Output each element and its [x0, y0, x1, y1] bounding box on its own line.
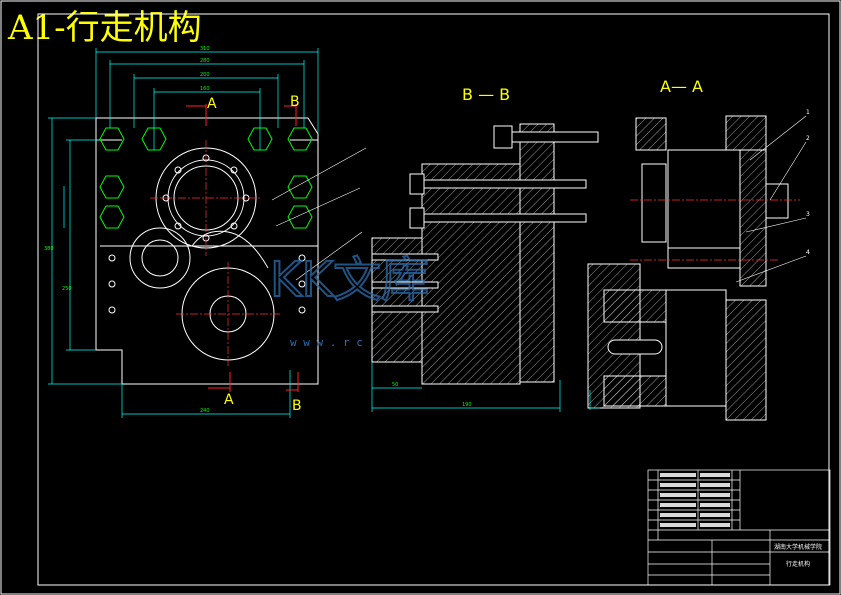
- watermark-url: w w w . r c: [290, 336, 363, 349]
- svg-text:380: 380: [44, 246, 54, 252]
- title-block: [647, 469, 831, 586]
- balloon-2: 2: [806, 135, 810, 142]
- section-bb-label: B — B: [462, 85, 510, 104]
- section-aa: [587, 115, 789, 421]
- svg-text:240: 240: [200, 408, 210, 414]
- balloon-4: 4: [806, 249, 810, 256]
- svg-text:310: 310: [200, 46, 210, 52]
- svg-text:200: 200: [200, 72, 210, 78]
- cut-b-bottom-label: B: [292, 398, 302, 414]
- balloon-leaders: [271, 115, 807, 283]
- drawing-title: A1-行走机构: [8, 8, 202, 48]
- aa-centerlines: [630, 199, 800, 261]
- front-dimensions: [48, 48, 319, 418]
- watermark-text: KK文库: [270, 252, 429, 308]
- section-bb: [371, 123, 555, 385]
- bb-dim-2: 190: [462, 402, 472, 408]
- front-centerlines: [150, 140, 280, 366]
- section-aa-label: A— A: [660, 77, 703, 96]
- balloon-3: 3: [806, 211, 810, 218]
- title-block-company: 湖南大学机械学院: [774, 543, 822, 551]
- section-bb-bolts: [371, 125, 599, 313]
- balloon-1: 1: [806, 109, 810, 116]
- bb-dim-1: 50: [392, 382, 398, 388]
- front-bolts: [99, 127, 313, 229]
- section-bb-dims: [371, 362, 561, 412]
- front-cut-markers: [186, 104, 299, 392]
- title-block-fill: [660, 473, 730, 527]
- svg-text:250: 250: [62, 286, 72, 292]
- front-view: [95, 117, 319, 385]
- cut-b-top-label: B: [290, 94, 300, 110]
- cut-a-top-label: A: [207, 96, 217, 112]
- front-dim-values: 310 280 200 160 380 250 240: [44, 46, 210, 414]
- inner-border: [37, 13, 830, 586]
- svg-text:160: 160: [200, 86, 210, 92]
- section-aa-dims: [589, 390, 600, 410]
- title-block-drawing-name: 行走机构: [786, 560, 810, 568]
- cut-a-bottom-label: A: [224, 392, 234, 408]
- svg-text:280: 280: [200, 58, 210, 64]
